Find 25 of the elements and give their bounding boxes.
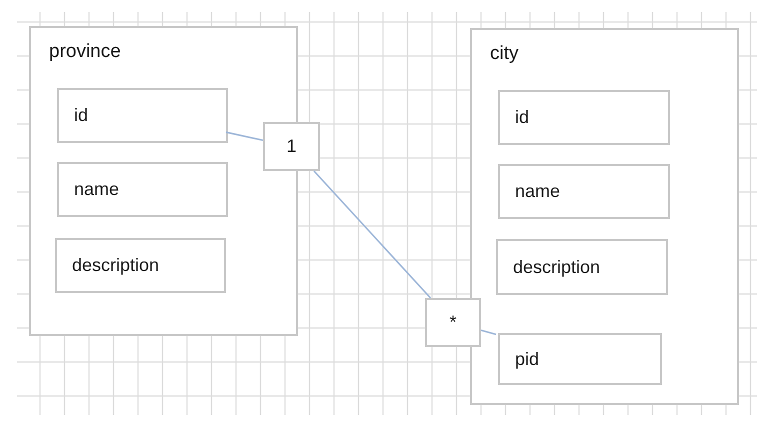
attribute-name: pid [514, 348, 540, 371]
multiplicity-box [425, 298, 481, 347]
entity-box [29, 26, 298, 336]
multiplicity-box [263, 122, 320, 171]
attribute-name: id [514, 106, 530, 129]
attribute-box [55, 238, 226, 293]
multiplicity-label: 1 [285, 135, 298, 158]
attribute-name: name [73, 178, 120, 201]
connector-line [226, 131, 264, 142]
attribute-box [57, 162, 228, 217]
entity-name: province [49, 42, 121, 61]
attribute-name: id [73, 104, 88, 127]
multiplicity-label: * [448, 311, 458, 334]
attribute-box [498, 333, 662, 385]
attribute-box [57, 88, 228, 143]
attribute-box [496, 239, 668, 295]
attribute-box [498, 164, 670, 219]
attribute-name: description [71, 254, 160, 277]
entity-name: city [490, 44, 518, 63]
entity-box [470, 28, 739, 405]
attribute-box [498, 90, 670, 145]
connector-line [313, 170, 432, 299]
connector-line [480, 329, 496, 336]
attribute-name: description [512, 256, 600, 279]
attribute-name: name [514, 180, 560, 203]
